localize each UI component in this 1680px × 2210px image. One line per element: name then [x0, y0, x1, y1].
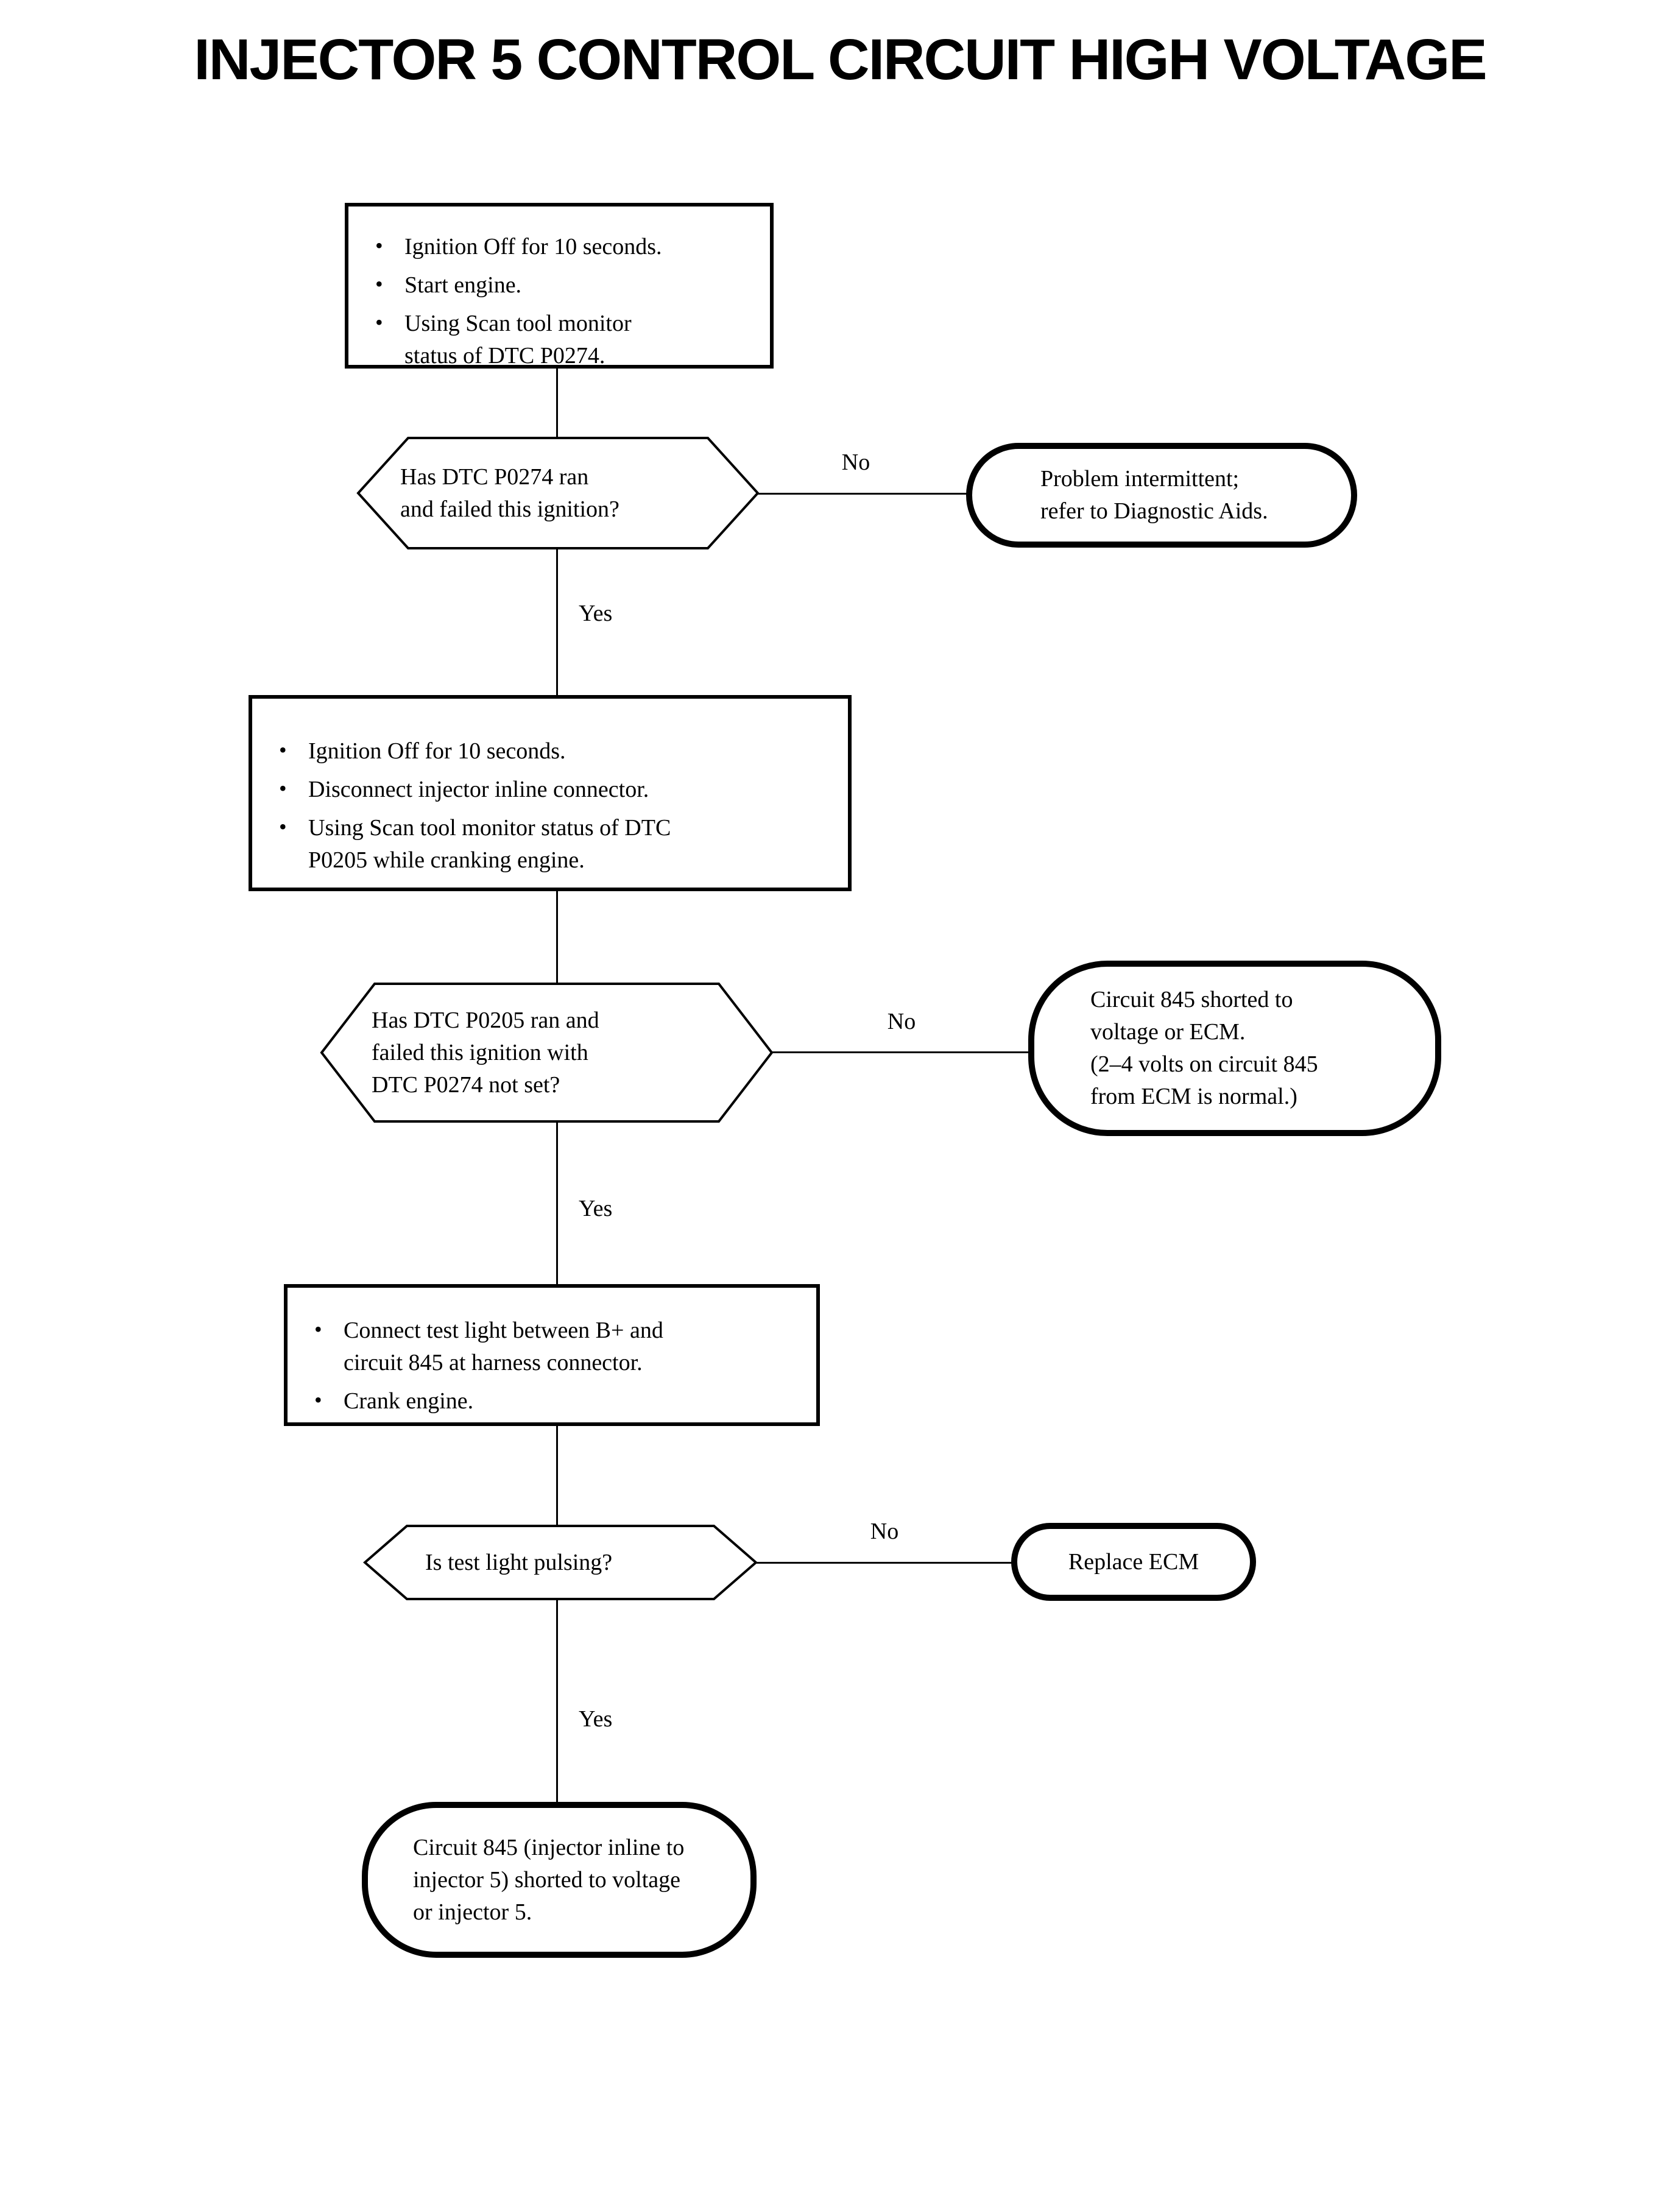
bullet-list: • Connect test light between B+ and circ… — [288, 1315, 816, 1417]
bullet-icon: • — [375, 233, 383, 258]
edge-label-no-3: No — [870, 1519, 899, 1544]
list-item-text: Connect test light between B+ and circui… — [344, 1318, 663, 1375]
list-item: • Connect test light between B+ and circ… — [288, 1315, 816, 1379]
terminal-problem-intermittent: Problem intermittent; refer to Diagnosti… — [966, 443, 1357, 548]
connector-decision1-terminal1 — [757, 493, 969, 495]
list-item-text: Disconnect injector inline connector. — [308, 777, 649, 802]
bullet-icon: • — [279, 814, 287, 839]
list-item: • Disconnect injector inline connector. — [252, 774, 848, 806]
list-item: • Using Scan tool monitor status of DTC … — [252, 812, 848, 877]
bullet-list: • Ignition Off for 10 seconds. • Disconn… — [252, 735, 848, 877]
list-item-text: Ignition Off for 10 seconds. — [404, 234, 662, 259]
edge-label-yes-3: Yes — [579, 1706, 613, 1732]
list-item-text: Using Scan tool monitor status of DTC P0… — [404, 311, 632, 369]
decision-text: Has DTC P0274 ran and failed this igniti… — [400, 464, 619, 522]
connector-decision1-step2 — [556, 548, 558, 697]
terminal-circuit-845-injector5: Circuit 845 (injector inline to injector… — [362, 1802, 757, 1958]
terminal-circuit-845-shorted: Circuit 845 shorted to voltage or ECM. (… — [1028, 961, 1441, 1136]
list-item-text: Ignition Off for 10 seconds. — [308, 738, 566, 764]
connector-step1-decision1 — [556, 365, 558, 439]
connector-step3-decision3 — [556, 1424, 558, 1527]
edge-label-no-2: No — [887, 1009, 916, 1034]
terminal-replace-ecm: Replace ECM — [1011, 1523, 1256, 1601]
decision-hexagon-dtc-p0205: Has DTC P0205 ran and failed this igniti… — [320, 982, 774, 1123]
edge-label-yes-1: Yes — [579, 601, 613, 626]
connector-decision3-terminal3 — [755, 1562, 1015, 1564]
decision-hexagon-dtc-p0274: Has DTC P0274 ran and failed this igniti… — [356, 436, 760, 550]
bullet-icon: • — [314, 1317, 322, 1341]
bullet-icon: • — [375, 310, 383, 334]
decision-text: Has DTC P0205 ran and failed this igniti… — [372, 1007, 599, 1098]
hexagon-shape — [363, 1525, 758, 1600]
hexagon-shape — [356, 437, 760, 549]
process-box-step2: • Ignition Off for 10 seconds. • Disconn… — [249, 695, 852, 891]
list-item-text: Crank engine. — [344, 1388, 474, 1414]
bullet-icon: • — [279, 738, 287, 762]
bullet-icon: • — [279, 776, 287, 800]
connector-decision2-terminal2 — [771, 1051, 1032, 1053]
page-title: INJECTOR 5 CONTROL CIRCUIT HIGH VOLTAGE — [194, 27, 1487, 92]
list-item: • Start engine. — [348, 269, 770, 302]
list-item: • Ignition Off for 10 seconds. — [252, 735, 848, 768]
list-item: • Ignition Off for 10 seconds. — [348, 231, 770, 263]
process-box-step1: • Ignition Off for 10 seconds. • Start e… — [345, 203, 774, 369]
list-item-text: Using Scan tool monitor status of DTC P0… — [308, 815, 671, 873]
connector-decision2-step3 — [556, 1122, 558, 1287]
connector-step2-decision2 — [556, 889, 558, 984]
decision-text: Is test light pulsing? — [425, 1549, 613, 1575]
bullet-icon: • — [314, 1388, 322, 1412]
bullet-icon: • — [375, 272, 383, 296]
list-item-text: Start engine. — [404, 272, 522, 298]
decision-hexagon-test-light: Is test light pulsing? — [363, 1524, 758, 1601]
list-item: • Crank engine. — [288, 1385, 816, 1417]
process-box-step3: • Connect test light between B+ and circ… — [284, 1284, 820, 1426]
bullet-list: • Ignition Off for 10 seconds. • Start e… — [348, 231, 770, 372]
hexagon-shape — [320, 983, 774, 1123]
edge-label-no-1: No — [841, 450, 870, 475]
edge-label-yes-2: Yes — [579, 1196, 613, 1221]
connector-decision3-terminal4 — [556, 1598, 558, 1804]
list-item: • Using Scan tool monitor status of DTC … — [348, 308, 770, 372]
